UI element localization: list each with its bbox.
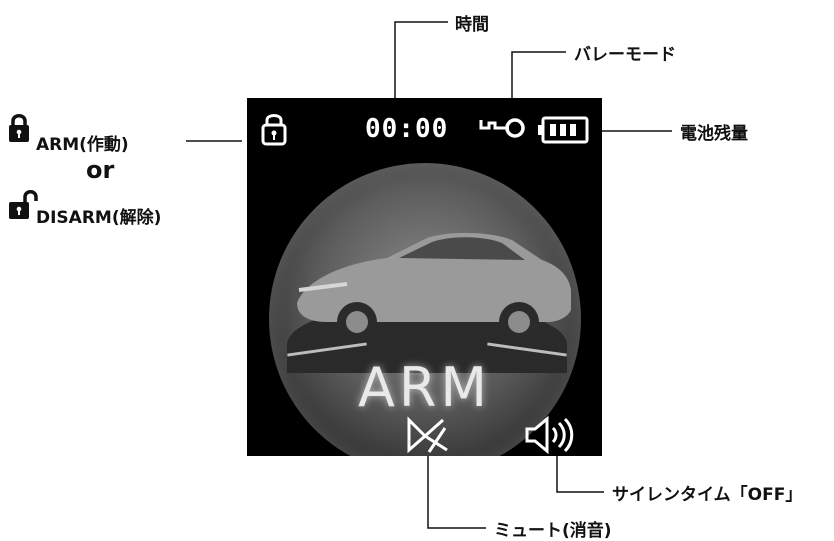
siren-time-label: サイレンタイム「OFF」 bbox=[612, 485, 803, 505]
siren-callout-line bbox=[556, 452, 604, 493]
arm-status-text: ARM bbox=[357, 356, 492, 419]
battery-icon bbox=[538, 116, 589, 144]
clock-display: 00:00 bbox=[365, 114, 449, 144]
display-screen: 00:00 ARM bbox=[247, 98, 602, 456]
time-label: 時間 bbox=[455, 15, 489, 35]
mute-label: ミュート(消音) bbox=[494, 521, 612, 541]
battery-level-label: 電池残量 bbox=[680, 124, 748, 144]
lock-icon bbox=[261, 114, 287, 146]
car-icon bbox=[297, 232, 571, 342]
mute-icon bbox=[407, 416, 448, 454]
or-label: or bbox=[86, 156, 115, 184]
valet-mode-label: バレーモード bbox=[574, 45, 676, 65]
valet-key-icon bbox=[479, 118, 525, 138]
disarm-label: DISARM(解除) bbox=[36, 208, 162, 228]
mute-callout-line bbox=[427, 450, 486, 529]
lock-closed-icon bbox=[9, 114, 29, 142]
valet-callout-line bbox=[511, 51, 566, 112]
speaker-icon bbox=[525, 416, 574, 454]
time-callout-line bbox=[394, 21, 448, 112]
lock-open-icon bbox=[9, 190, 38, 219]
arm-label: ARM(作動) bbox=[36, 135, 129, 155]
